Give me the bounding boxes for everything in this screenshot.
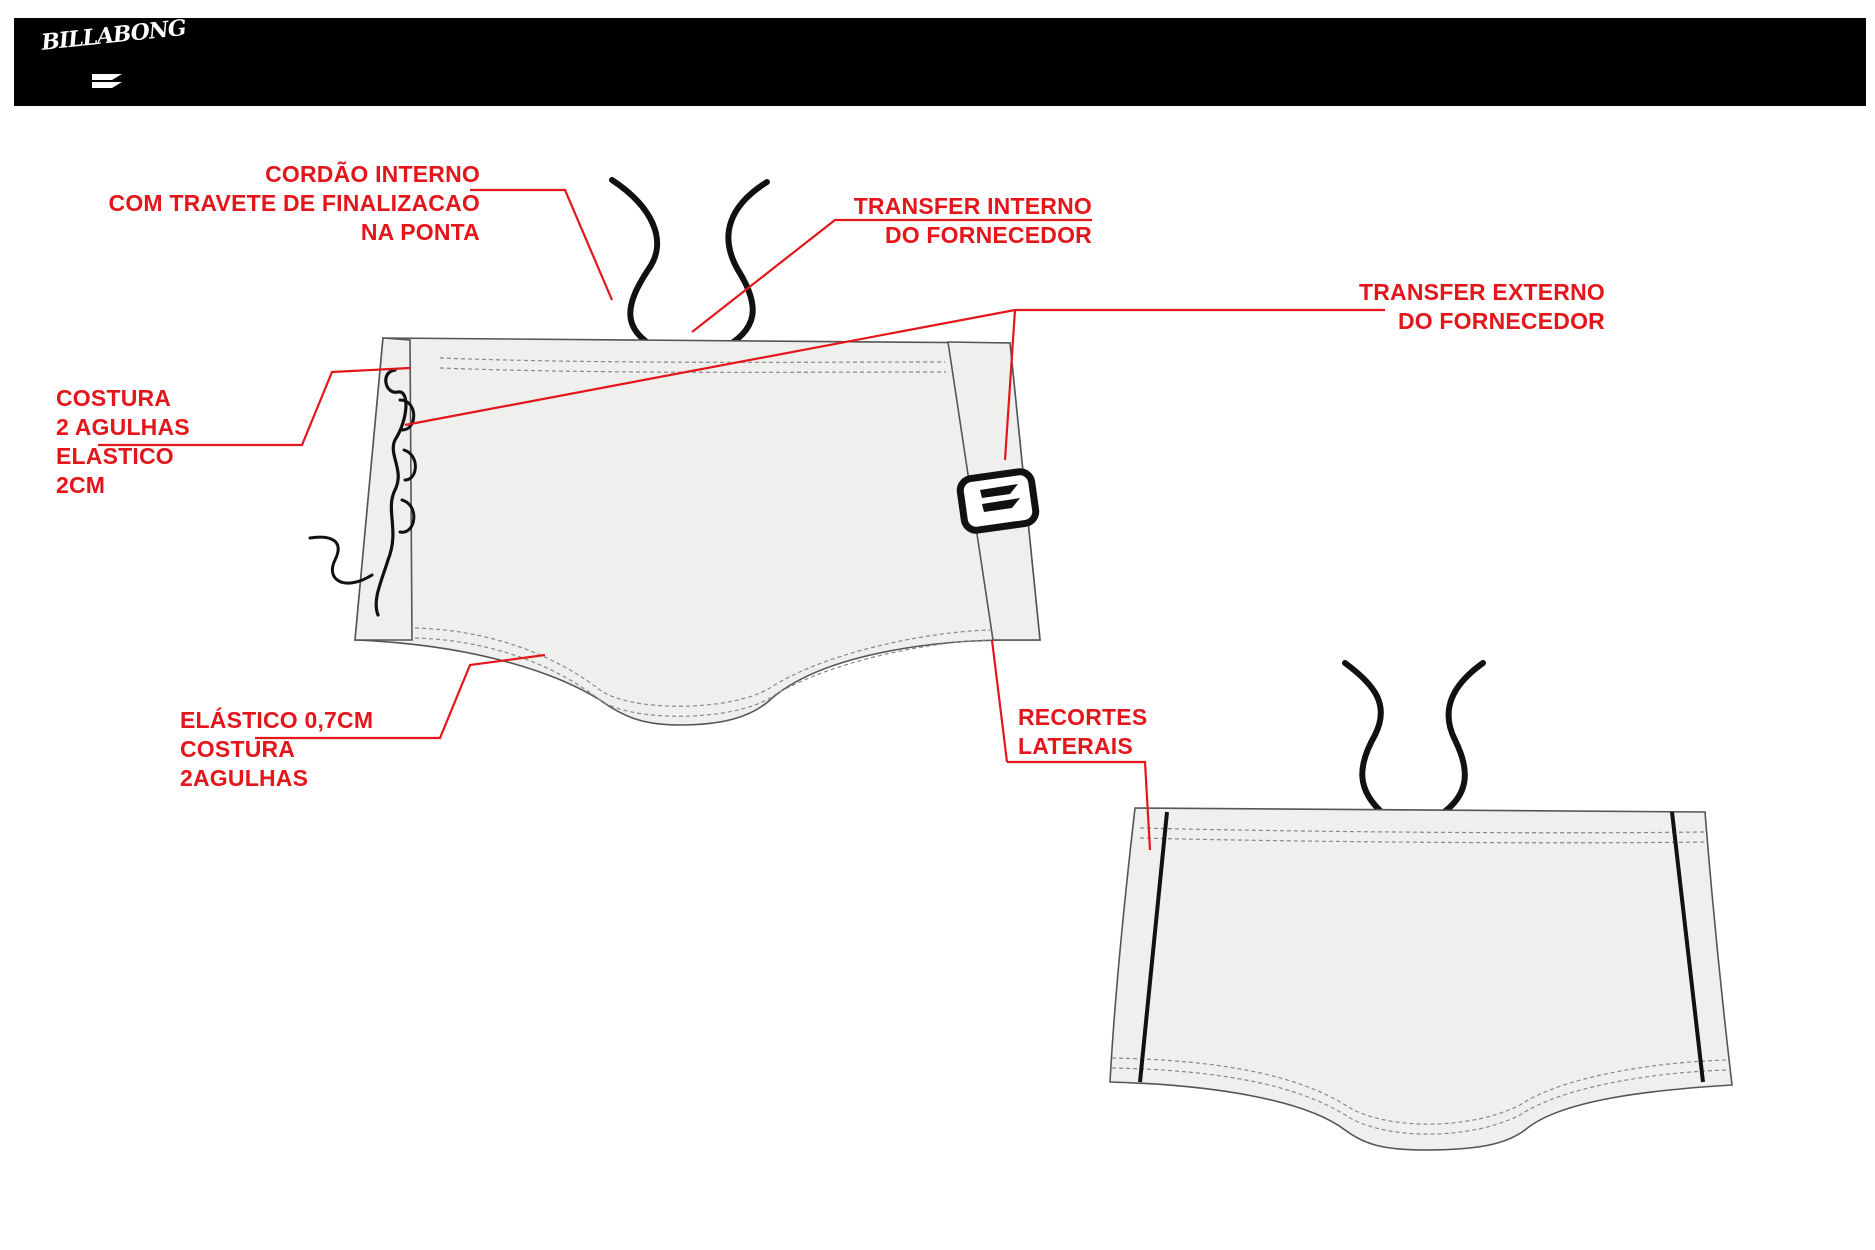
callout-cordao-line-2: COM TRAVETE DE FINALIZACAO [108, 190, 480, 216]
leader-lines [98, 188, 1385, 851]
leader-costura [98, 366, 411, 447]
callout-elastico-line-1: ELÁSTICO 0,7CM [180, 707, 374, 733]
billabong-wave-icon [92, 74, 122, 88]
front-leg-stitch [414, 627, 991, 707]
front-view [308, 177, 1041, 726]
front-waistband-stitch [439, 357, 947, 373]
callout-recortes-line-1: RECORTES [1018, 704, 1148, 730]
front-drawcord-left [609, 177, 663, 353]
back-side-cut-left [1138, 811, 1169, 1083]
callout-transfer-externo: TRANSFER EXTERNO DO FORNECEDOR [1359, 278, 1605, 336]
back-drawcord-left [1342, 660, 1388, 818]
front-drawcord-right [717, 179, 770, 353]
callout-costura-line-1: COSTURA [56, 385, 172, 411]
leader-cordao [470, 188, 614, 301]
callout-costura-line-2: 2 AGULHAS [56, 414, 190, 440]
back-view [1109, 660, 1733, 1151]
back-body [1109, 807, 1733, 1151]
side-logo-icon [956, 468, 1040, 534]
callout-costura-line-3: ELASTICO [56, 443, 174, 469]
leader-recortes [1007, 760, 1152, 851]
callout-recortes-line-2: LATERAIS [1018, 733, 1133, 759]
callout-transfer-externo-line-1: TRANSFER EXTERNO [1359, 279, 1605, 305]
header-bar [14, 18, 1866, 106]
billabong-logo: BILLABONG [40, 15, 187, 92]
side-signature-print [308, 368, 417, 617]
callout-transfer-interno-line-1: TRANSFER INTERNO [853, 193, 1092, 219]
callout-elastico-line-2: COSTURA [180, 736, 296, 762]
back-side-cut-right [1670, 811, 1705, 1083]
callout-transfer-interno-line-2: DO FORNECEDOR [884, 222, 1092, 248]
callout-transfer-interno: TRANSFER INTERNO DO FORNECEDOR [854, 192, 1092, 250]
back-leg-stitch [1111, 1057, 1729, 1125]
callout-cordao-line-1: CORDÃO INTERNO [265, 161, 480, 187]
front-side-panel-left [354, 337, 413, 641]
leader-transfer-interno [691, 218, 1092, 333]
callout-cordao: CORDÃO INTERNO COM TRAVETE DE FINALIZACA… [109, 160, 480, 247]
back-waistband-stitch [1139, 827, 1706, 844]
back-drawcord-right [1437, 660, 1486, 818]
callout-costura: COSTURA 2 AGULHAS ELASTICO 2CM [56, 384, 190, 500]
callout-costura-line-4: 2CM [56, 472, 106, 498]
callout-elastico-line-3: 2AGULHAS [180, 765, 309, 791]
leader-elastico [255, 653, 546, 740]
callout-elastico: ELÁSTICO 0,7CM COSTURA 2AGULHAS [180, 706, 373, 793]
callout-cordao-line-3: NA PONTA [360, 219, 480, 245]
callout-transfer-externo-line-2: DO FORNECEDOR [1397, 308, 1605, 334]
front-body [354, 337, 1041, 726]
callout-recortes: RECORTES LATERAIS [1018, 703, 1147, 761]
